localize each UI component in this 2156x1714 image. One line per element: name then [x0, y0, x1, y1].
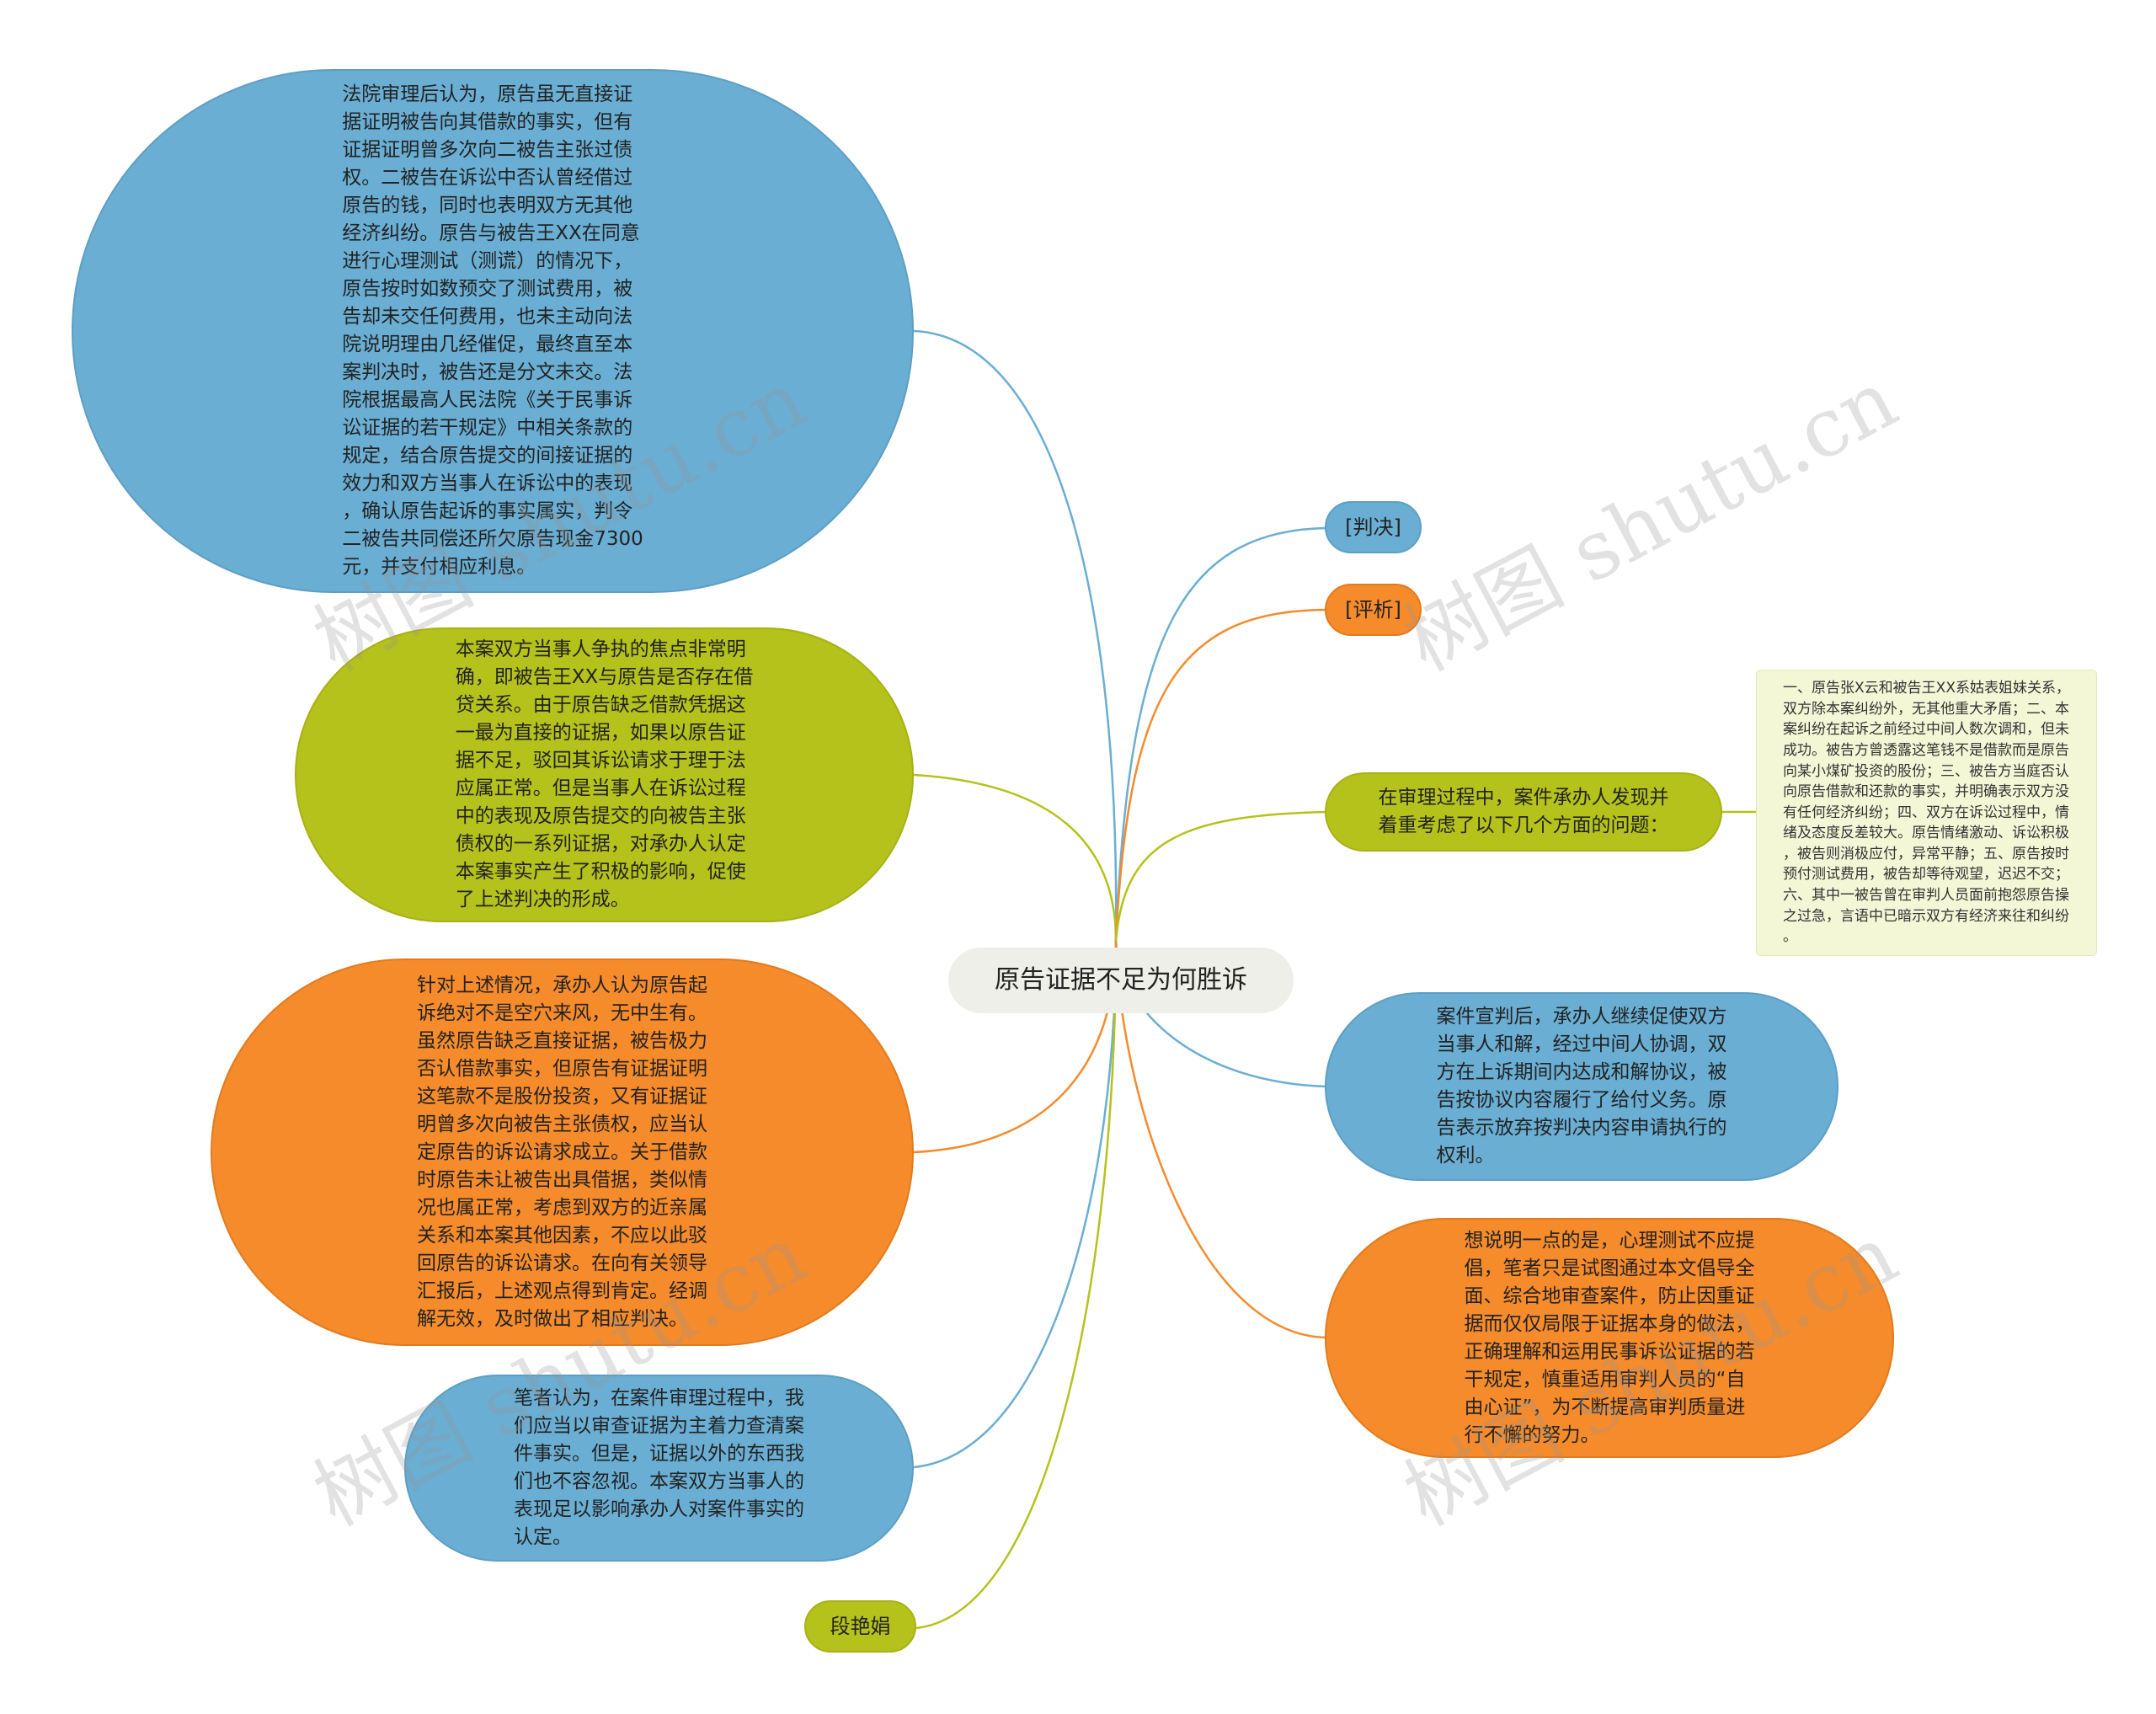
node-dispute-focus-text: 本案双方当事人争执的焦点非常明 确，即被告王XX与原告是否存在借 贷关系。由于原…	[455, 638, 754, 910]
link-author	[915, 940, 1118, 1630]
node-author-name-label: 段艳娟	[830, 1615, 891, 1638]
node-verdict-label: [判决]	[1345, 515, 1401, 539]
node-verdict[interactable]: [判决]	[1325, 501, 1422, 553]
link-verdict	[1114, 526, 1327, 942]
node-review-details[interactable]: 一、原告张X云和被告王XX系姑表姐妹关系， 双方除本案纠纷外，无其他重大矛盾；二…	[1756, 670, 2097, 956]
node-settlement-text: 案件宣判后，承办人继续促使双方 当事人和解，经过中间人协调，双 方在上诉期间内达…	[1436, 1006, 1727, 1167]
central-topic-label: 原告证据不足为何胜诉	[995, 965, 1247, 995]
node-author-name[interactable]: 段艳娟	[804, 1600, 916, 1653]
node-court-ruling-text: 法院审理后认为，原告虽无直接证 据证明被告向其借款的事实，但有 证据证明曾多次向…	[342, 83, 643, 578]
central-topic[interactable]: 原告证据不足为何胜诉	[948, 948, 1294, 1013]
node-author-view[interactable]: 笔者认为，在案件审理过程中，我 们应当以审查证据为主着力查清案 件事实。但是，证…	[404, 1375, 914, 1562]
node-review-issues[interactable]: 在审理过程中，案件承办人发现并 着重考虑了以下几个方面的问题：	[1325, 772, 1722, 852]
node-judge-opinion[interactable]: 针对上述情况，承办人认为原告起 诉绝对不是空穴来风，无中生有。 虽然原告缺乏直接…	[211, 958, 914, 1346]
node-author-view-text: 笔者认为，在案件审理过程中，我 们应当以审查证据为主着力查清案 件事实。但是，证…	[514, 1387, 804, 1548]
node-review-details-text: 一、原告张X云和被告王XX系姑表姐妹关系， 双方除本案纠纷外，无其他重大矛盾；二…	[1783, 680, 2070, 946]
node-judge-opinion-text: 针对上述情况，承办人认为原告起 诉绝对不是空穴来风，无中生有。 虽然原告缺乏直接…	[417, 974, 707, 1330]
node-analysis-label: [评析]	[1345, 598, 1401, 622]
node-review-issues-text: 在审理过程中，案件承办人发现并 着重考虑了以下几个方面的问题：	[1378, 787, 1669, 836]
link-left1	[913, 329, 1118, 942]
link-left2	[913, 773, 1118, 942]
node-closing-note-text: 想说明一点的是，心理测试不应提 倡，笔者只是试图通过本文倡导全 面、综合地审查案…	[1464, 1229, 1755, 1446]
link-review	[1114, 810, 1327, 942]
node-court-ruling[interactable]: 法院审理后认为，原告虽无直接证 据证明被告向其借款的事实，但有 证据证明曾多次向…	[72, 69, 914, 593]
link-analysis	[1114, 608, 1327, 942]
link-left4	[913, 940, 1118, 1469]
node-closing-note[interactable]: 想说明一点的是，心理测试不应提 倡，笔者只是试图通过本文倡导全 面、综合地审查案…	[1325, 1218, 1894, 1458]
node-settlement[interactable]: 案件宣判后，承办人继续促使双方 当事人和解，经过中间人协调，双 方在上诉期间内达…	[1325, 992, 1838, 1181]
node-dispute-focus[interactable]: 本案双方当事人争执的焦点非常明 确，即被告王XX与原告是否存在借 贷关系。由于原…	[295, 627, 914, 922]
node-analysis[interactable]: [评析]	[1325, 584, 1422, 636]
